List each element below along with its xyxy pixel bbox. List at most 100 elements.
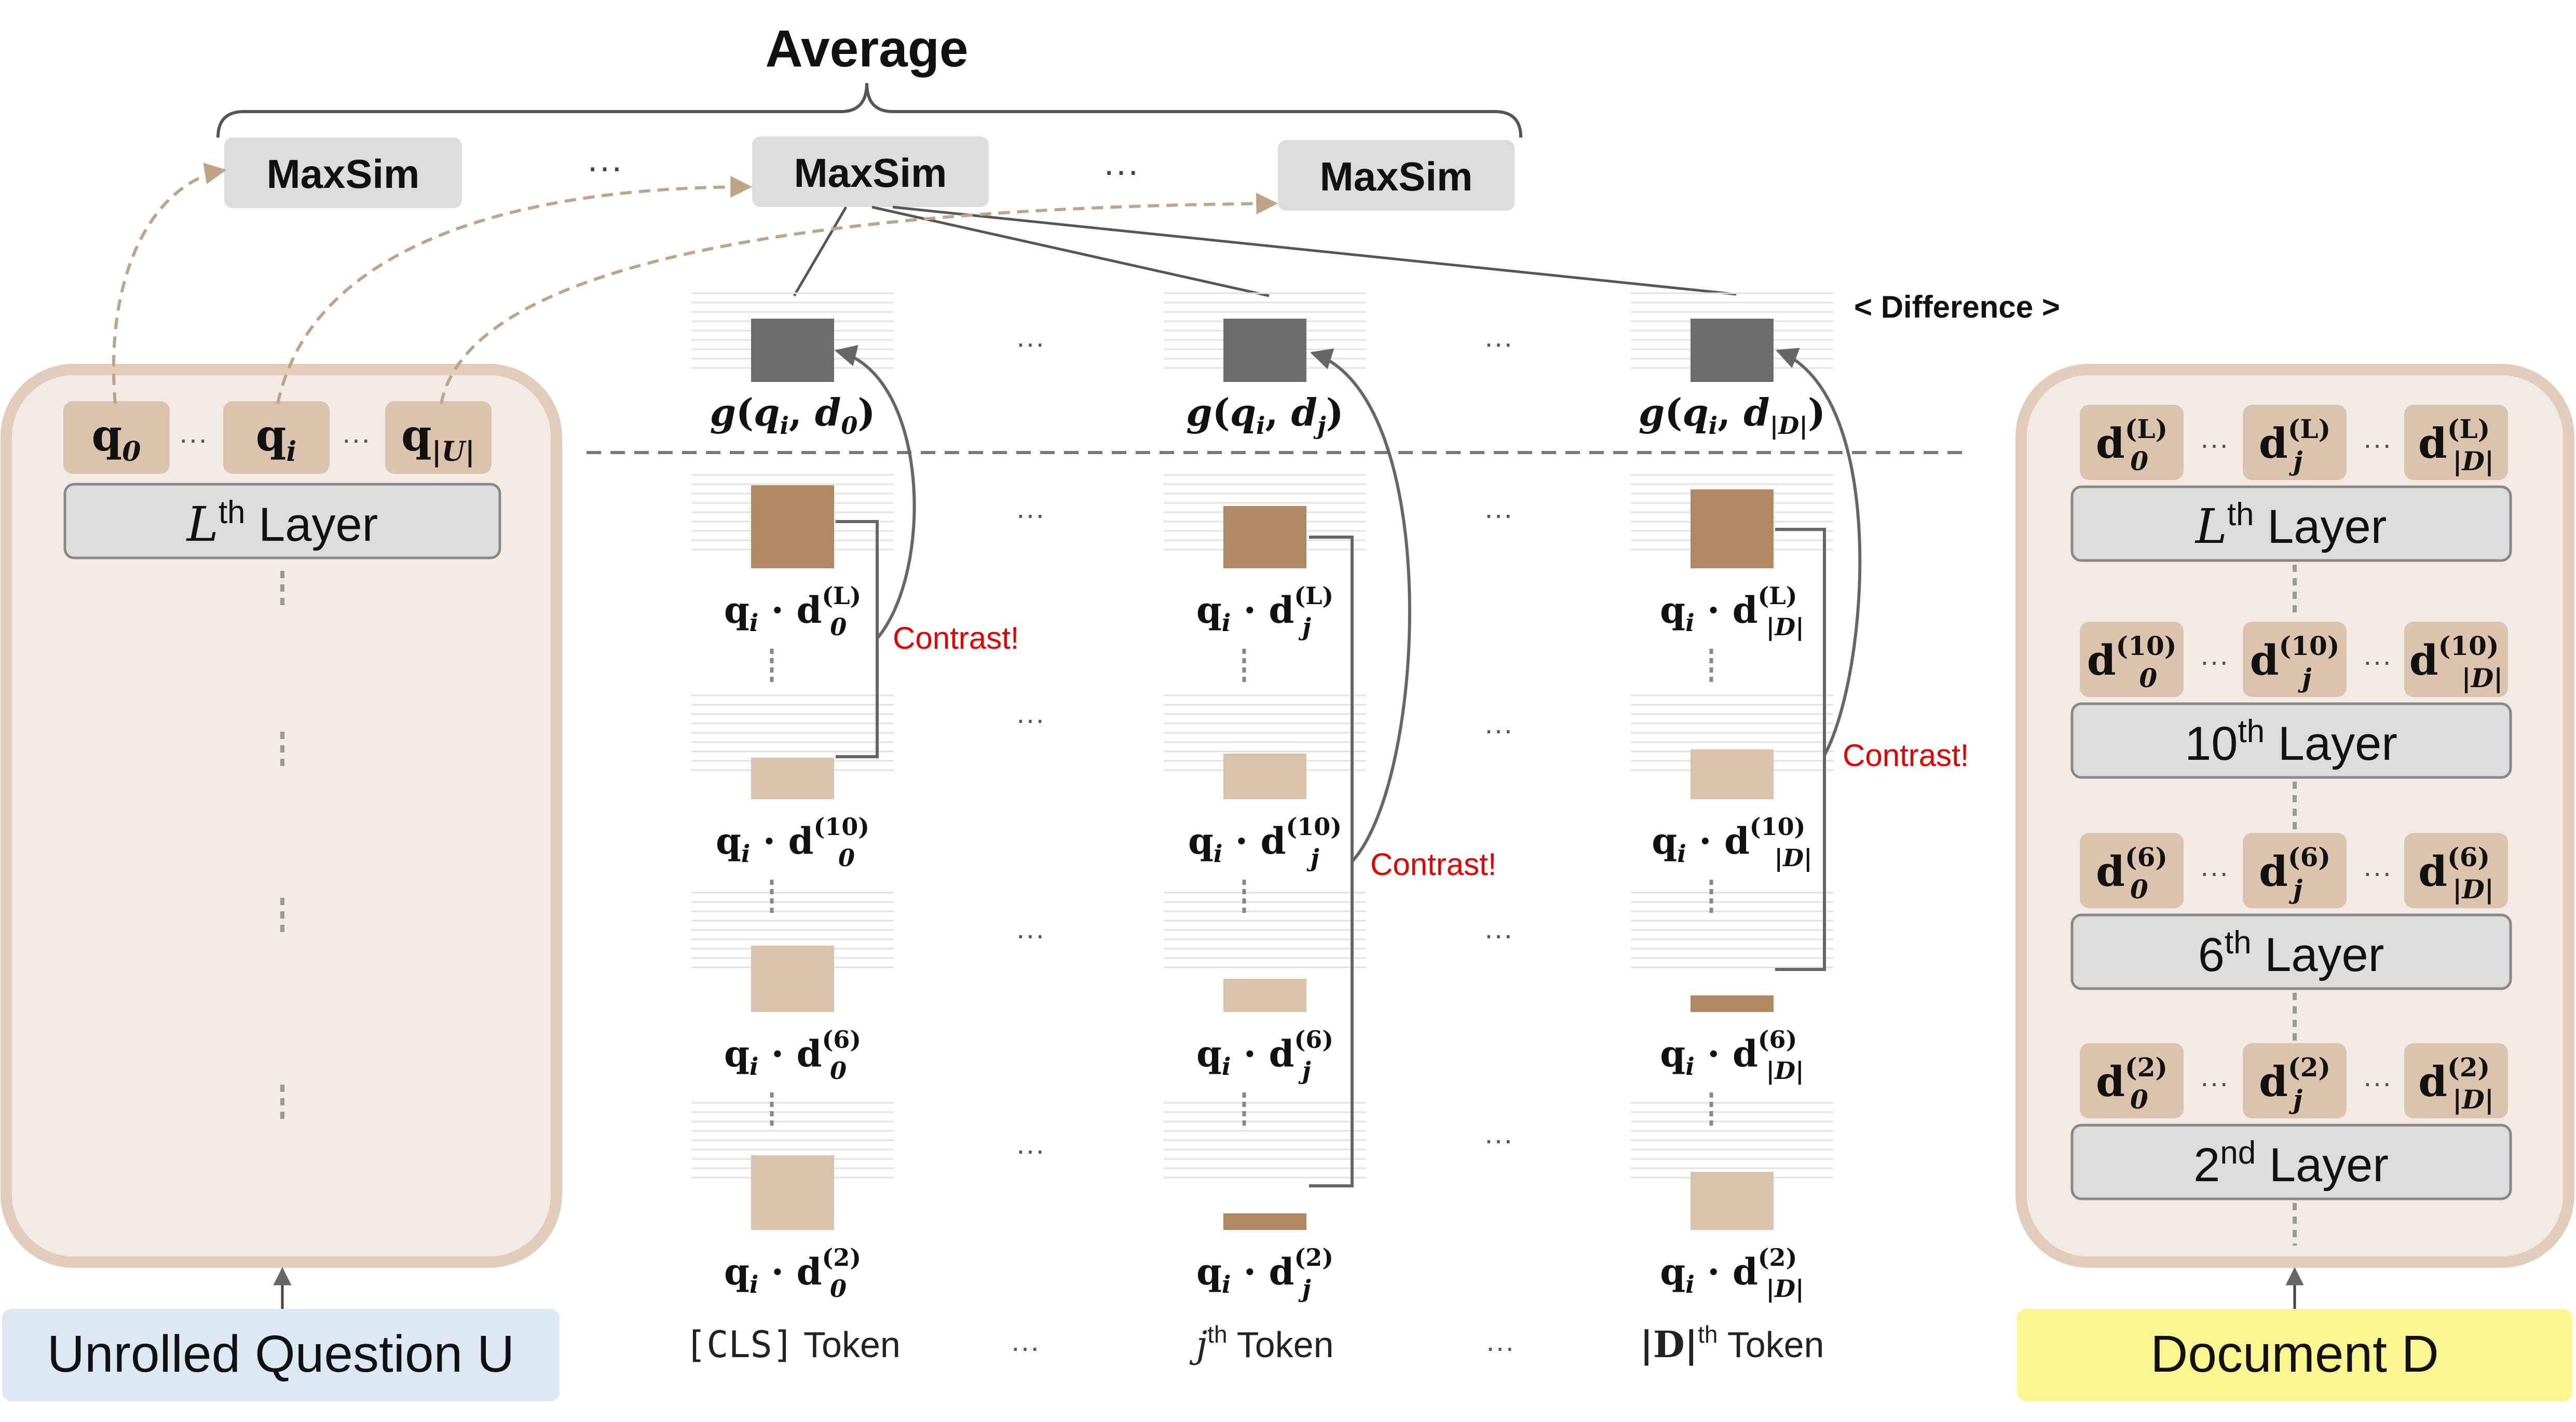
contrast-arrow	[836, 351, 916, 758]
document-token: d(6)0	[2080, 833, 2184, 908]
ellipsis: ···	[1484, 713, 1513, 746]
document-token: d(6)j	[2243, 833, 2347, 908]
query-to-maxsim-arrow	[112, 162, 227, 404]
document-token-label: d(2)|D|	[2418, 1052, 2494, 1115]
document-layer-box	[2070, 1124, 2512, 1200]
similarity-label: qi · d(10)|D|	[1652, 813, 1812, 872]
unrolled-question-box: Unrolled Question U	[2, 1309, 560, 1401]
document-token-label: d(10)0	[2087, 631, 2177, 693]
document-layer-box	[2070, 702, 2512, 779]
ellipsis: ···	[2363, 856, 2392, 888]
document-token: d(6)|D|	[2404, 833, 2508, 908]
document-input-box: Document D	[2017, 1309, 2572, 1401]
token-columns: g(qi, d0) qi · d(L)0 qi · d(10)0 qi · d(6)0…	[685, 292, 1833, 1366]
ellipsis: ···	[1484, 1123, 1513, 1156]
ellipsis: ···	[2363, 428, 2392, 460]
document-token: d(L)|D|	[2404, 405, 2508, 480]
similarity-block	[1223, 1213, 1306, 1230]
document-layer-group: d(L)0 d(L)j d(L)|D| ··· ··· Lth Layer	[2070, 405, 2512, 614]
similarity-label: qi · d(2)j	[1196, 1243, 1333, 1303]
document-layer-label: Lth Layer	[2195, 497, 2387, 554]
difference-label: < Difference >	[1854, 290, 2060, 324]
document-token: d(L)j	[2243, 405, 2347, 480]
query-token: qi	[223, 401, 330, 474]
similarity-label: qi · d(L)0	[724, 582, 861, 641]
document-token: d(2)0	[2080, 1043, 2184, 1118]
contrast-label: Contrast!	[1843, 738, 1969, 773]
ellipsis: ···	[2200, 645, 2229, 677]
document-layer-box	[2070, 913, 2512, 990]
g-score-block	[1691, 319, 1774, 382]
similarity-label: qi · d(10)j	[1188, 813, 1342, 872]
ellipsis: ···	[342, 422, 371, 455]
ellipsis: ···	[179, 422, 208, 455]
document-layer-box	[2070, 485, 2512, 562]
ellipsis: ···	[1011, 1331, 1040, 1363]
ellipsis: ···	[1016, 498, 1045, 530]
query-to-maxsim-arrow	[440, 193, 1278, 404]
unrolled-question-text: Unrolled Question U	[47, 1325, 514, 1383]
ellipsis: ···	[1016, 326, 1045, 359]
query-token: q0	[63, 401, 170, 474]
ellipsis: ···	[2200, 856, 2229, 888]
average-title: Average	[766, 20, 969, 78]
similarity-block	[751, 946, 834, 1012]
similarity-block	[1223, 979, 1306, 1012]
token-footer-label: |D|th Token	[1640, 1321, 1824, 1366]
similarity-label: qi · d(6)j	[1196, 1026, 1333, 1085]
similarity-label: qi · d(2)0	[724, 1243, 861, 1303]
ellipsis: ···	[1484, 498, 1513, 530]
document-token: d(2)|D|	[2404, 1043, 2508, 1118]
maxsim-box-3: MaxSim	[1278, 140, 1515, 211]
document-token-label: d(10)j	[2250, 631, 2340, 693]
contrast-label: Contrast!	[893, 621, 1019, 655]
query-token: q|U|	[385, 401, 492, 474]
document-token-label: d(2)0	[2096, 1052, 2168, 1115]
document-token-label: d(L)0	[2096, 414, 2168, 476]
document-token-label: d(6)0	[2096, 842, 2168, 905]
column-ellipses: ····································	[1011, 326, 1515, 1363]
g-score-block	[751, 319, 834, 382]
ellipsis: ···	[2363, 645, 2392, 677]
similarity-label: qi · d(6)|D|	[1660, 1026, 1804, 1085]
contrast-arrow	[1775, 351, 1862, 971]
ellipsis: ···	[1484, 326, 1513, 359]
ellipsis: ···	[1016, 918, 1045, 951]
similarity-block	[751, 758, 834, 799]
document-text: Document D	[2150, 1325, 2439, 1383]
ellipsis: ···	[2363, 1066, 2392, 1099]
maxsim-link-line	[892, 206, 1737, 296]
token-column: g(qi, d|D|) qi · d(L)|D| qi · d(10)|D| qi ·…	[1631, 292, 1833, 1366]
document-layer-group: d(6)0 d(6)j d(6)|D| ··· ··· 6th Layer	[2070, 833, 2512, 1042]
document-token-label: d(6)|D|	[2418, 842, 2494, 905]
document-panel: d(L)0 d(L)j d(L)|D| ··· ··· Lth Layer d(10)0 d(…	[2015, 364, 2574, 1268]
similarity-label: qi · d(2)|D|	[1660, 1243, 1804, 1303]
g-score-label: g(qi, d|D|)	[1639, 390, 1825, 440]
similarity-block	[1691, 489, 1774, 568]
query-token-label: q|U|	[401, 409, 475, 468]
token-column: g(qi, d0) qi · d(L)0 qi · d(10)0 qi · d(6)0…	[685, 292, 901, 1366]
document-token-label: d(L)|D|	[2418, 414, 2494, 477]
ellipsis: ···	[2200, 428, 2229, 460]
question-panel: q0 qi q|U| ··· ··· Lth Layer	[1, 364, 562, 1268]
maxsim-link-line	[793, 206, 848, 297]
token-footer-label: [CLS] Token	[685, 1323, 901, 1366]
ellipsis: ···	[587, 146, 623, 187]
token-footer-label: jth Token	[1189, 1321, 1333, 1366]
ellipsis: ···	[2200, 1066, 2229, 1099]
similarity-label: qi · d(6)0	[724, 1026, 861, 1085]
unrolled-question-label: Unrolled Question U	[47, 1325, 514, 1383]
similarity-block	[1223, 506, 1306, 568]
document-layer-label: 6th Layer	[2198, 925, 2384, 981]
document-token-label: d(10)|D|	[2409, 631, 2503, 694]
similarity-label: qi · d(10)0	[716, 813, 869, 872]
ellipsis: ···	[1103, 150, 1139, 190]
g-score-label: g(qi, d0)	[710, 390, 876, 440]
similarity-label: qi · d(L)|D|	[1660, 582, 1804, 641]
maxsim-label: MaxSim	[794, 150, 947, 196]
maxsim-label: MaxSim	[267, 151, 420, 197]
maxsim-box-2: MaxSim	[752, 136, 989, 207]
question-layer-label: Lth Layer	[186, 495, 378, 552]
similarity-block	[1691, 1172, 1774, 1230]
